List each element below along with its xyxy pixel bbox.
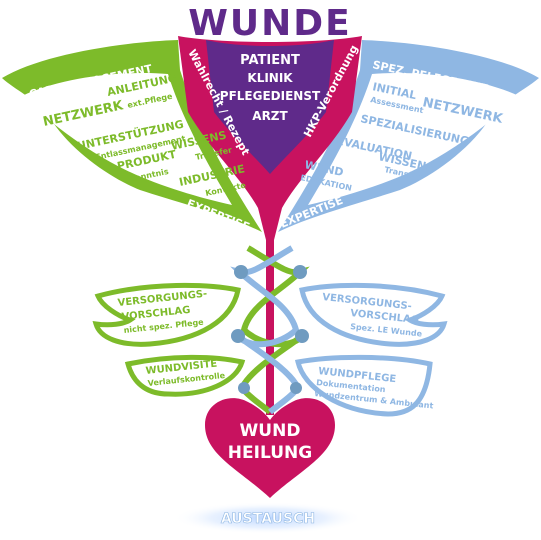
vine-node [293,265,307,279]
left-wing-inner [22,72,232,205]
vine-node [231,329,245,343]
central-stem [266,200,274,415]
vine-node [234,265,248,279]
right-wing-inner [308,72,519,205]
footer-label: AUSTAUSCH [221,511,315,527]
diagram-title: WUNDE [188,3,352,44]
heart-line2: HEILUNG [228,443,312,463]
vine-node [290,382,302,394]
heart-shape [205,398,335,498]
right-leaf-1 [299,282,448,347]
stakeholder-label: PFLEGEDIENST [220,89,321,103]
left-leaf-2 [124,354,246,397]
heart-line1: WUND [240,421,301,441]
vine-node [238,382,250,394]
stakeholder-label: PATIENT [240,53,300,68]
stakeholder-label: ARZT [252,109,288,123]
right-leaf-2 [294,354,433,417]
vine-nodes [231,265,309,394]
austausch-glow [173,502,363,534]
vine-node [295,329,309,343]
stakeholder-label: KLINIK [247,71,293,85]
purple-center [206,40,334,174]
left-leaf-1 [92,282,241,347]
